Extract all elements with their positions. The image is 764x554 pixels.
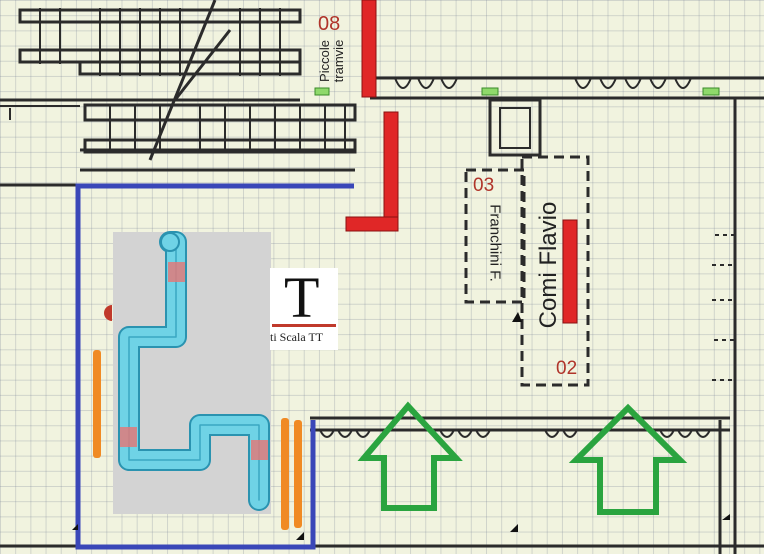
orange-table-right-1 bbox=[281, 418, 289, 530]
entrance-arrow-icon bbox=[568, 403, 688, 515]
stand-02-outline bbox=[520, 155, 590, 387]
exhibitor-logo: T ti Scala TT bbox=[270, 265, 338, 350]
stand-08-walls bbox=[345, 0, 399, 232]
upper-left-walls bbox=[0, 0, 357, 187]
entrance-arrow-icon bbox=[357, 401, 463, 511]
green-marker bbox=[481, 87, 499, 96]
stand-03-number: 03 bbox=[473, 175, 495, 196]
logo-partial-shape bbox=[104, 305, 112, 321]
stand-02-name-text: Comi Flavio bbox=[535, 201, 562, 329]
stand-08-name-line2: tramvie bbox=[331, 39, 346, 83]
stand-02-name: Comi Flavio bbox=[508, 200, 590, 330]
stand-08-number: 08 bbox=[318, 13, 341, 35]
top-right-wall bbox=[370, 76, 764, 157]
upper-left-ticks bbox=[39, 8, 346, 152]
stand-03-outline bbox=[464, 168, 526, 304]
left-walls bbox=[0, 105, 80, 120]
stand-02-table bbox=[562, 219, 578, 324]
logo-underline bbox=[272, 324, 336, 327]
stand-08-name: Piccole tramvie bbox=[300, 30, 364, 92]
stand-03-name-text: Franchini F. bbox=[486, 203, 504, 282]
logo-text: ti Scala TT bbox=[270, 330, 324, 344]
orange-table-left bbox=[93, 350, 101, 458]
stand-02-number: 02 bbox=[556, 358, 578, 379]
orange-table-right-2 bbox=[294, 420, 302, 528]
right-wall bbox=[712, 98, 737, 554]
stand-08-name-line1: Piccole bbox=[317, 40, 332, 82]
stand-boundary bbox=[75, 183, 354, 550]
green-marker bbox=[702, 87, 720, 96]
logo-letter: T bbox=[284, 265, 320, 330]
track-highlights bbox=[120, 262, 268, 460]
door-icon bbox=[72, 312, 730, 540]
green-marker bbox=[314, 87, 330, 96]
